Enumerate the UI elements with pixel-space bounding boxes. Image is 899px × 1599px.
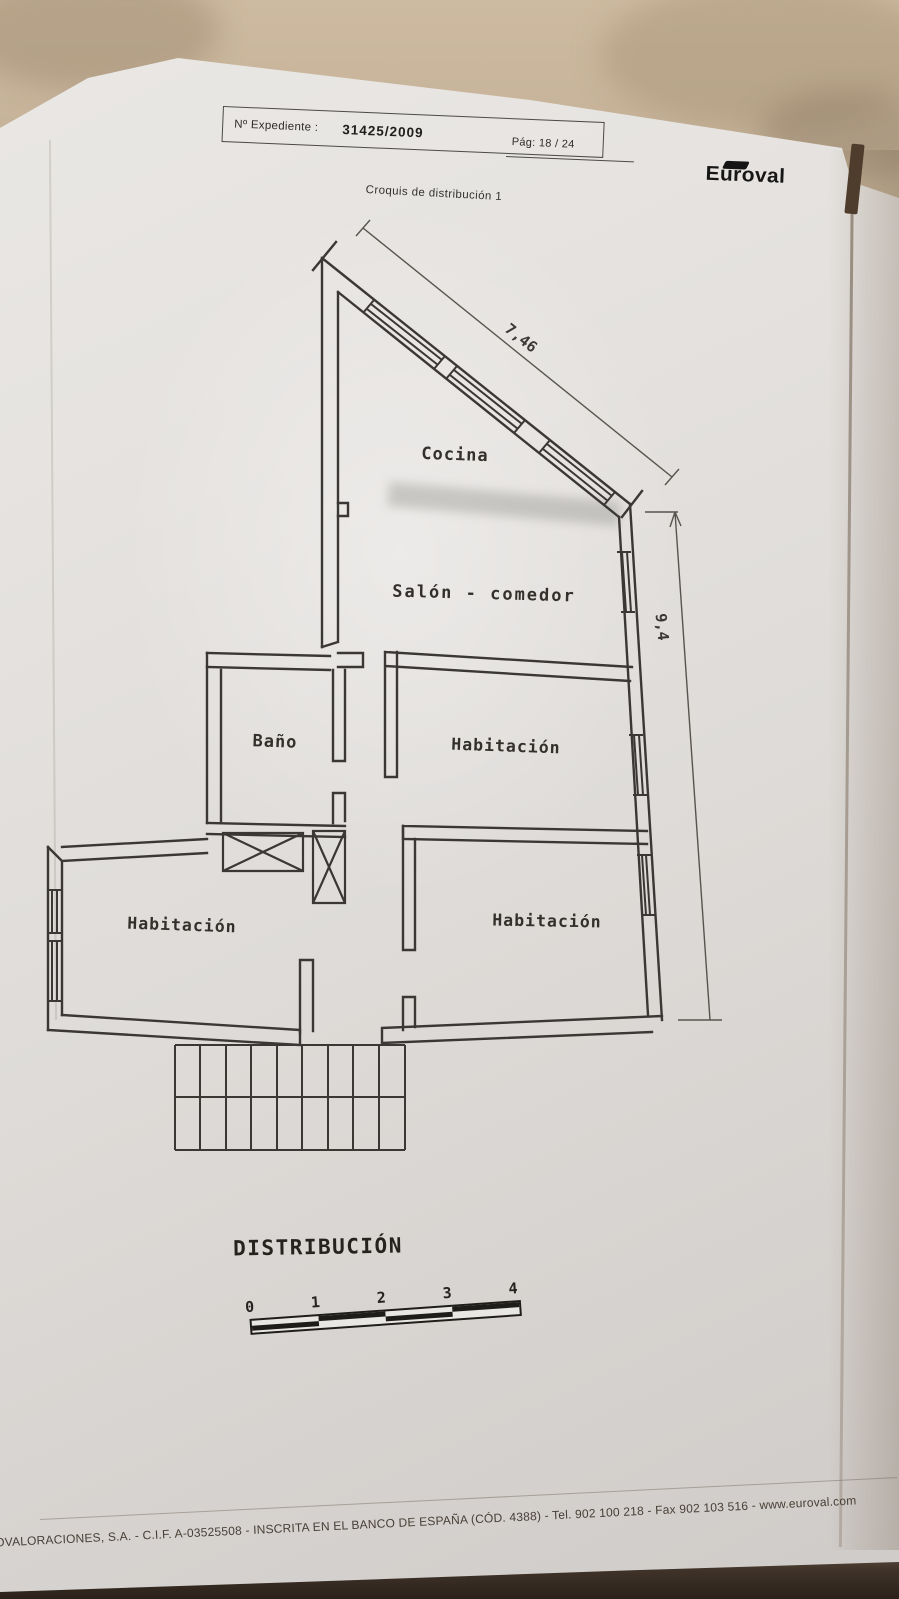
page-curl-shading <box>828 150 899 1550</box>
euroval-logo: Euroval <box>705 160 786 189</box>
fabric-fold <box>600 0 899 130</box>
paper-highlight <box>120 200 680 900</box>
dimension-lines <box>355 219 722 1021</box>
shaft-boxes <box>221 829 347 905</box>
expediente-value: 31425/2009 <box>341 121 424 140</box>
scale-tick-3: 3 <box>442 1283 453 1303</box>
stairs <box>174 1044 406 1151</box>
scale-tick-0: 0 <box>244 1297 255 1317</box>
room-label-habitacion-2: Habitación <box>492 910 602 932</box>
scale-tick-1: 1 <box>310 1293 321 1312</box>
distribution-caption: DISTRIBUCIÓN <box>232 1233 404 1261</box>
euroval-logo-text: Euroval <box>705 162 786 188</box>
scale-tick-4: 4 <box>507 1279 519 1298</box>
room-label-bano: Baño <box>252 731 298 753</box>
room-label-habitacion-3: Habitación <box>127 913 237 937</box>
windows <box>48 299 655 1002</box>
room-label-habitacion-1: Habitación <box>451 734 561 758</box>
room-label-cocina: Cocina <box>420 443 490 467</box>
dimension-label-94: 9,4 <box>651 612 673 642</box>
walls <box>46 240 664 1047</box>
scale-tick-2: 2 <box>376 1288 387 1307</box>
expediente-label: Nº Expediente : <box>233 118 319 135</box>
floor-plan-drawing <box>46 219 722 1151</box>
